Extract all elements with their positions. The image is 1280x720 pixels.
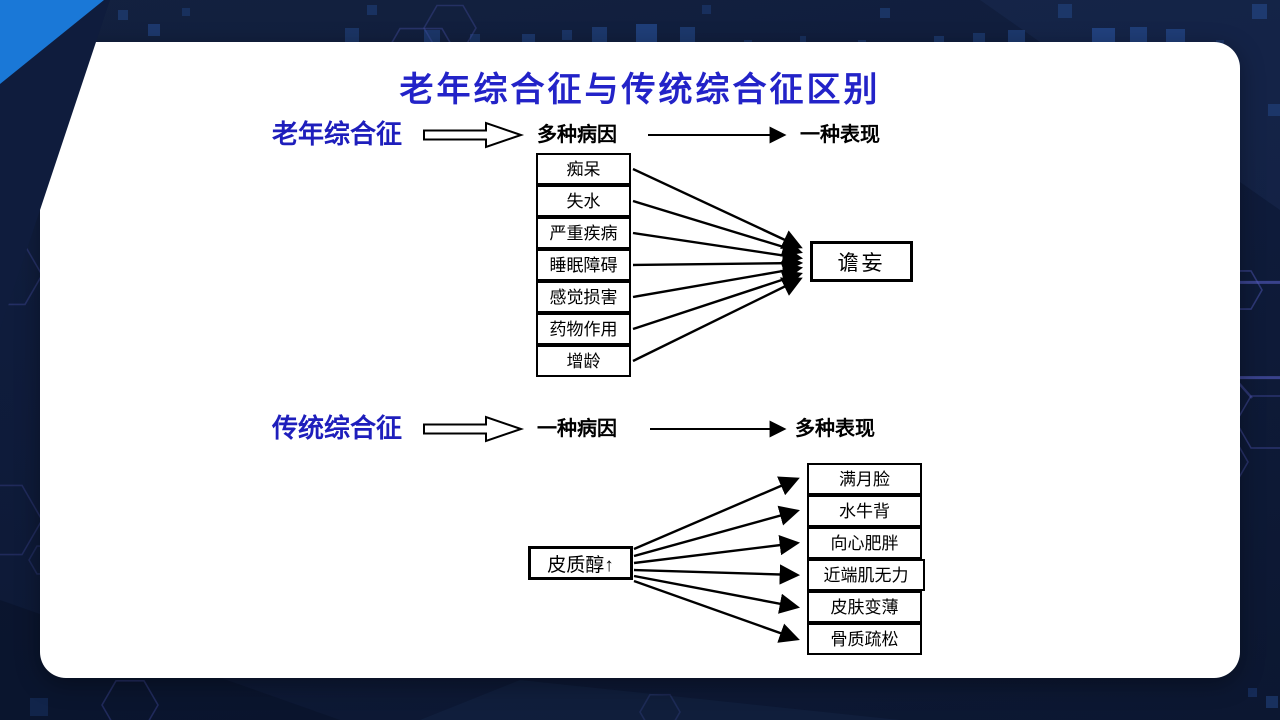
result-box-delirium: 谵妄: [810, 241, 913, 282]
manifestation-box: 近端肌无力: [807, 559, 925, 591]
manifestation-box: 水牛背: [807, 495, 922, 527]
block-arrow-bottom: [423, 415, 525, 443]
fan-out-arrows: [633, 476, 801, 643]
content-panel: [40, 42, 1240, 678]
cause-label-top: 多种病因: [537, 124, 617, 146]
slide-title: 老年综合征与传统综合征区别: [399, 70, 881, 110]
block-arrow-top: [423, 121, 525, 149]
cause-box: 失水: [536, 185, 631, 217]
cause-box: 感觉损害: [536, 281, 631, 313]
manifestation-box: 皮肤变薄: [807, 591, 922, 623]
section-label-traditional: 传统综合征: [272, 413, 403, 443]
cause-label-bottom: 一种病因: [537, 418, 617, 440]
cause-box: 痴呆: [536, 153, 631, 185]
manifestation-box: 向心肥胖: [807, 527, 922, 559]
source-box-cortisol: 皮质醇↑: [528, 546, 633, 580]
cause-box: 药物作用: [536, 313, 631, 345]
result-label-top: 一种表现: [800, 124, 880, 146]
cause-box: 严重疾病: [536, 217, 631, 249]
manifestation-box: 满月脸: [807, 463, 922, 495]
cause-box: 增龄: [536, 345, 631, 377]
cause-box: 睡眠障碍: [536, 249, 631, 281]
causes-column: 痴呆 失水 严重疾病 睡眠障碍 感觉损害 药物作用 增龄: [536, 153, 631, 377]
manifestations-column: 满月脸 水牛背 向心肥胖 近端肌无力 皮肤变薄 骨质疏松: [807, 463, 925, 655]
manifestation-box: 骨质疏松: [807, 623, 922, 655]
result-label-bottom: 多种表现: [795, 418, 875, 440]
section-label-geriatric: 老年综合征: [272, 119, 403, 149]
converging-arrows: [632, 167, 804, 363]
